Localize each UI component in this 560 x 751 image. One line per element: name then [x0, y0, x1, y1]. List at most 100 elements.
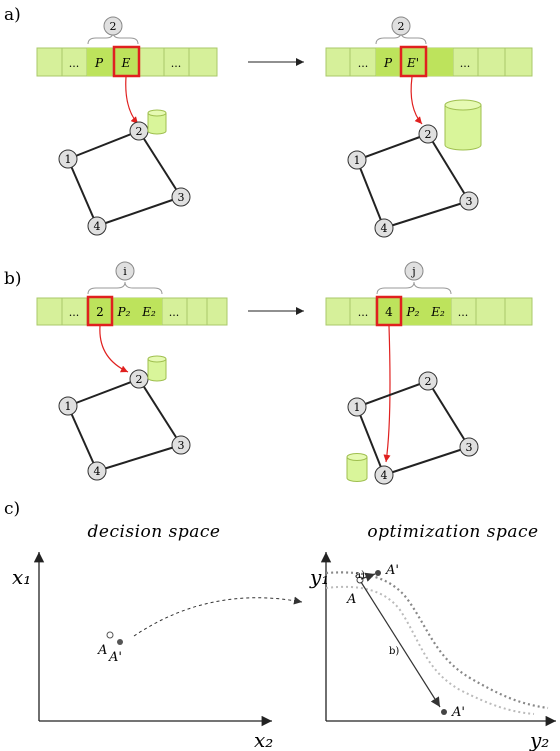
cell-p2: P₂ — [117, 305, 131, 319]
cell-p: P — [383, 56, 393, 70]
node-label: 4 — [94, 220, 101, 233]
chromosome-b-left: ... 2 P₂ E₂ ... i — [36, 261, 228, 327]
point-a-prime-label: A' — [108, 650, 122, 665]
point-a-prime-a — [375, 570, 381, 576]
decision-space-axes — [33, 552, 272, 727]
panel-label-a: a) — [4, 5, 21, 25]
node: 2 — [418, 124, 438, 144]
move-b-arrow — [360, 581, 441, 708]
cylinder-small — [147, 109, 167, 135]
pareto-front-inner — [325, 585, 535, 715]
node-label: 1 — [354, 401, 361, 414]
point-a-prime-label: A' — [451, 705, 465, 720]
node: 1 — [347, 150, 367, 170]
node-label: 1 — [354, 154, 361, 167]
brace — [87, 281, 163, 295]
node: 4 — [374, 218, 394, 238]
move-b-label: b) — [389, 646, 399, 657]
highlighted-gene-cell — [112, 45, 141, 78]
cell-p2: P₂ — [406, 305, 420, 319]
brace-label: 2 — [110, 20, 117, 33]
point-a-prime-label: A' — [385, 563, 399, 578]
node-label: 1 — [65, 400, 72, 413]
node-label: 3 — [178, 191, 185, 204]
point-a-label: A — [346, 592, 356, 607]
brace-label: j — [410, 265, 415, 278]
mutation-arrow — [125, 76, 139, 125]
cylinder-small — [147, 355, 167, 382]
mutation-arrow — [383, 325, 391, 463]
point-a-prime — [117, 639, 123, 645]
node-label: 2 — [425, 375, 432, 388]
node-label: 4 — [381, 222, 388, 235]
cell-ellipsis: ... — [69, 57, 80, 70]
cell-e2: E₂ — [141, 305, 156, 319]
node-label: 3 — [466, 195, 473, 208]
point-a-label: A — [97, 643, 107, 658]
move-a-label: a) — [355, 570, 365, 581]
node: 3 — [459, 437, 479, 457]
y1-axis-label: y₁ — [309, 565, 329, 589]
node: 4 — [87, 216, 107, 236]
node: 1 — [58, 149, 78, 169]
chromosome-b-right: ... 4 P₂ E₂ ... j — [325, 261, 533, 327]
panel-label-b: b) — [4, 269, 22, 289]
node-label: 4 — [381, 469, 388, 482]
node: 3 — [171, 187, 191, 207]
cell-ellipsis: ... — [69, 306, 80, 319]
pareto-front-outer — [325, 571, 549, 710]
chromosome-a-left: ... P E ... 2 — [36, 16, 218, 78]
highlighted-gene-cell — [86, 295, 114, 327]
mutation-arrow — [99, 325, 129, 373]
mutation-arrow — [410, 76, 423, 125]
point-a-prime-b — [441, 709, 447, 715]
cell-ellipsis: ... — [358, 57, 369, 70]
x1-axis-label: x₁ — [12, 565, 31, 589]
node-label: 2 — [425, 128, 432, 141]
node: 1 — [347, 397, 367, 417]
brace-label: i — [123, 265, 127, 278]
optimization-space-axes — [320, 552, 556, 727]
cell-e: E — [121, 56, 131, 70]
node: 3 — [171, 435, 191, 455]
cell-p: P — [94, 56, 104, 70]
optimization-space-title: optimization space — [367, 522, 538, 542]
node: 2 — [418, 371, 438, 391]
node-label: 4 — [94, 465, 101, 478]
node-label: 2 — [136, 373, 143, 386]
cylinder-large — [444, 99, 482, 151]
node: 2 — [129, 121, 149, 141]
cell-ellipsis: ... — [458, 306, 469, 319]
move-a-arrow — [360, 572, 376, 582]
cell-ellipsis: ... — [169, 306, 180, 319]
graph-a-left: 1 2 3 4 — [58, 121, 191, 236]
cell-ellipsis: ... — [358, 306, 369, 319]
graph-b-left: 1 2 3 4 — [58, 369, 191, 481]
cell-node-id: 2 — [96, 305, 104, 319]
node-label: 3 — [178, 439, 185, 452]
brace — [376, 281, 452, 295]
point-a — [106, 631, 114, 639]
node: 4 — [87, 461, 107, 481]
graph-a-right: 1 2 3 4 — [347, 124, 479, 238]
highlighted-gene-cell — [375, 295, 403, 327]
cell-ellipsis: ... — [171, 57, 182, 70]
node: 2 — [129, 369, 149, 389]
cylinder-small — [346, 453, 368, 482]
decision-space-title: decision space — [88, 522, 221, 542]
node-label: 1 — [65, 153, 72, 166]
node: 1 — [58, 396, 78, 416]
brace-label: 2 — [398, 20, 405, 33]
cell-ellipsis: ... — [460, 57, 471, 70]
chromosome-a-right: ... P E' ... 2 — [325, 16, 533, 78]
panel-label-c: c) — [4, 499, 20, 519]
node: 4 — [374, 465, 394, 485]
highlighted-gene-cell — [399, 45, 428, 78]
node-label: 3 — [466, 441, 473, 454]
node-label: 2 — [136, 125, 143, 138]
graph-b-right: 1 2 3 4 — [347, 371, 479, 485]
cell-e-prime: E' — [406, 56, 419, 70]
cell-node-id: 4 — [385, 305, 393, 319]
